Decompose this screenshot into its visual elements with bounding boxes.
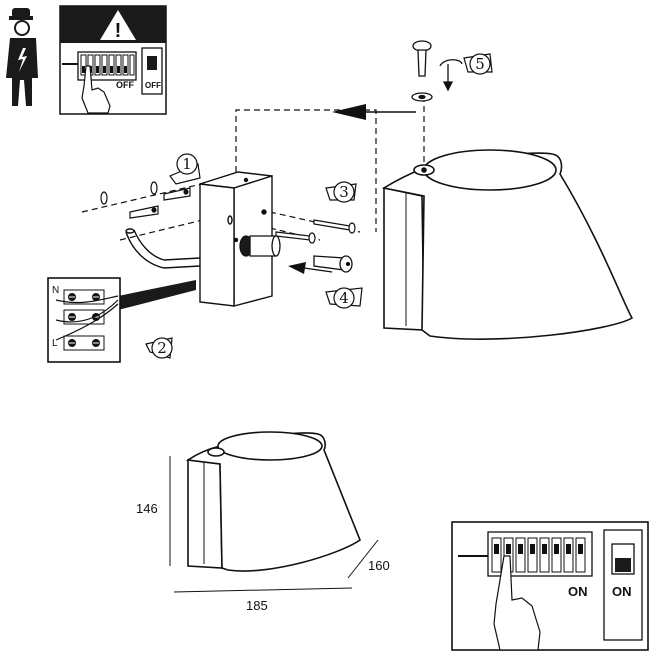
bulb-connector <box>313 255 353 273</box>
wall-plugs <box>100 181 191 219</box>
switch-on-label: ON <box>612 584 632 599</box>
breaker-block-off <box>77 51 137 81</box>
switch-off-label: OFF <box>145 81 161 90</box>
safety-panel-on: ON ON <box>451 521 649 651</box>
step-callout-4: 4 <box>325 287 363 309</box>
fixing-screw <box>411 40 433 102</box>
step-number-3: 3 <box>339 183 349 201</box>
dimension-depth: 160 <box>368 558 390 573</box>
mains-cable <box>125 228 201 269</box>
step-callout-5: 5 <box>463 53 493 75</box>
dimension-width: 185 <box>246 598 268 613</box>
step-number-2: 2 <box>157 339 167 357</box>
lamp-socket <box>239 235 281 257</box>
hand-icon-bottom <box>493 555 541 651</box>
step-callout-1: 1 <box>169 153 201 185</box>
dimensioned-lamp <box>185 431 361 572</box>
dimension-lines <box>169 456 379 593</box>
rotate-arrow-icon <box>439 59 463 92</box>
step-number-5: 5 <box>475 55 485 73</box>
slide-arrow-icon <box>332 104 416 120</box>
insert-arrow-icon <box>288 262 333 274</box>
warning-symbol: ! <box>115 20 122 42</box>
safety-panel-off: ! OFF <box>59 5 167 115</box>
step-number-4: 4 <box>339 289 349 307</box>
terminal-label-n: N <box>52 285 59 296</box>
switch-lever-on <box>615 558 631 572</box>
breaker-off-label: OFF <box>116 80 134 90</box>
mounting-screws <box>275 219 356 244</box>
step-number-1: 1 <box>182 155 192 173</box>
hand-icon <box>81 65 111 114</box>
terminal-block-inset: N L <box>47 277 196 363</box>
warning-triangle-icon <box>100 10 136 40</box>
breaker-on-label: ON <box>568 584 588 599</box>
breaker-block-on <box>487 531 593 577</box>
dimension-height: 146 <box>136 501 158 516</box>
step-callout-3: 3 <box>325 181 357 203</box>
wall-lamp-body <box>381 149 634 340</box>
terminal-label-l: L <box>52 338 58 349</box>
electrician-icon <box>6 8 38 106</box>
step-callout-2: 2 <box>145 337 173 359</box>
switch-lever-off <box>147 56 157 70</box>
